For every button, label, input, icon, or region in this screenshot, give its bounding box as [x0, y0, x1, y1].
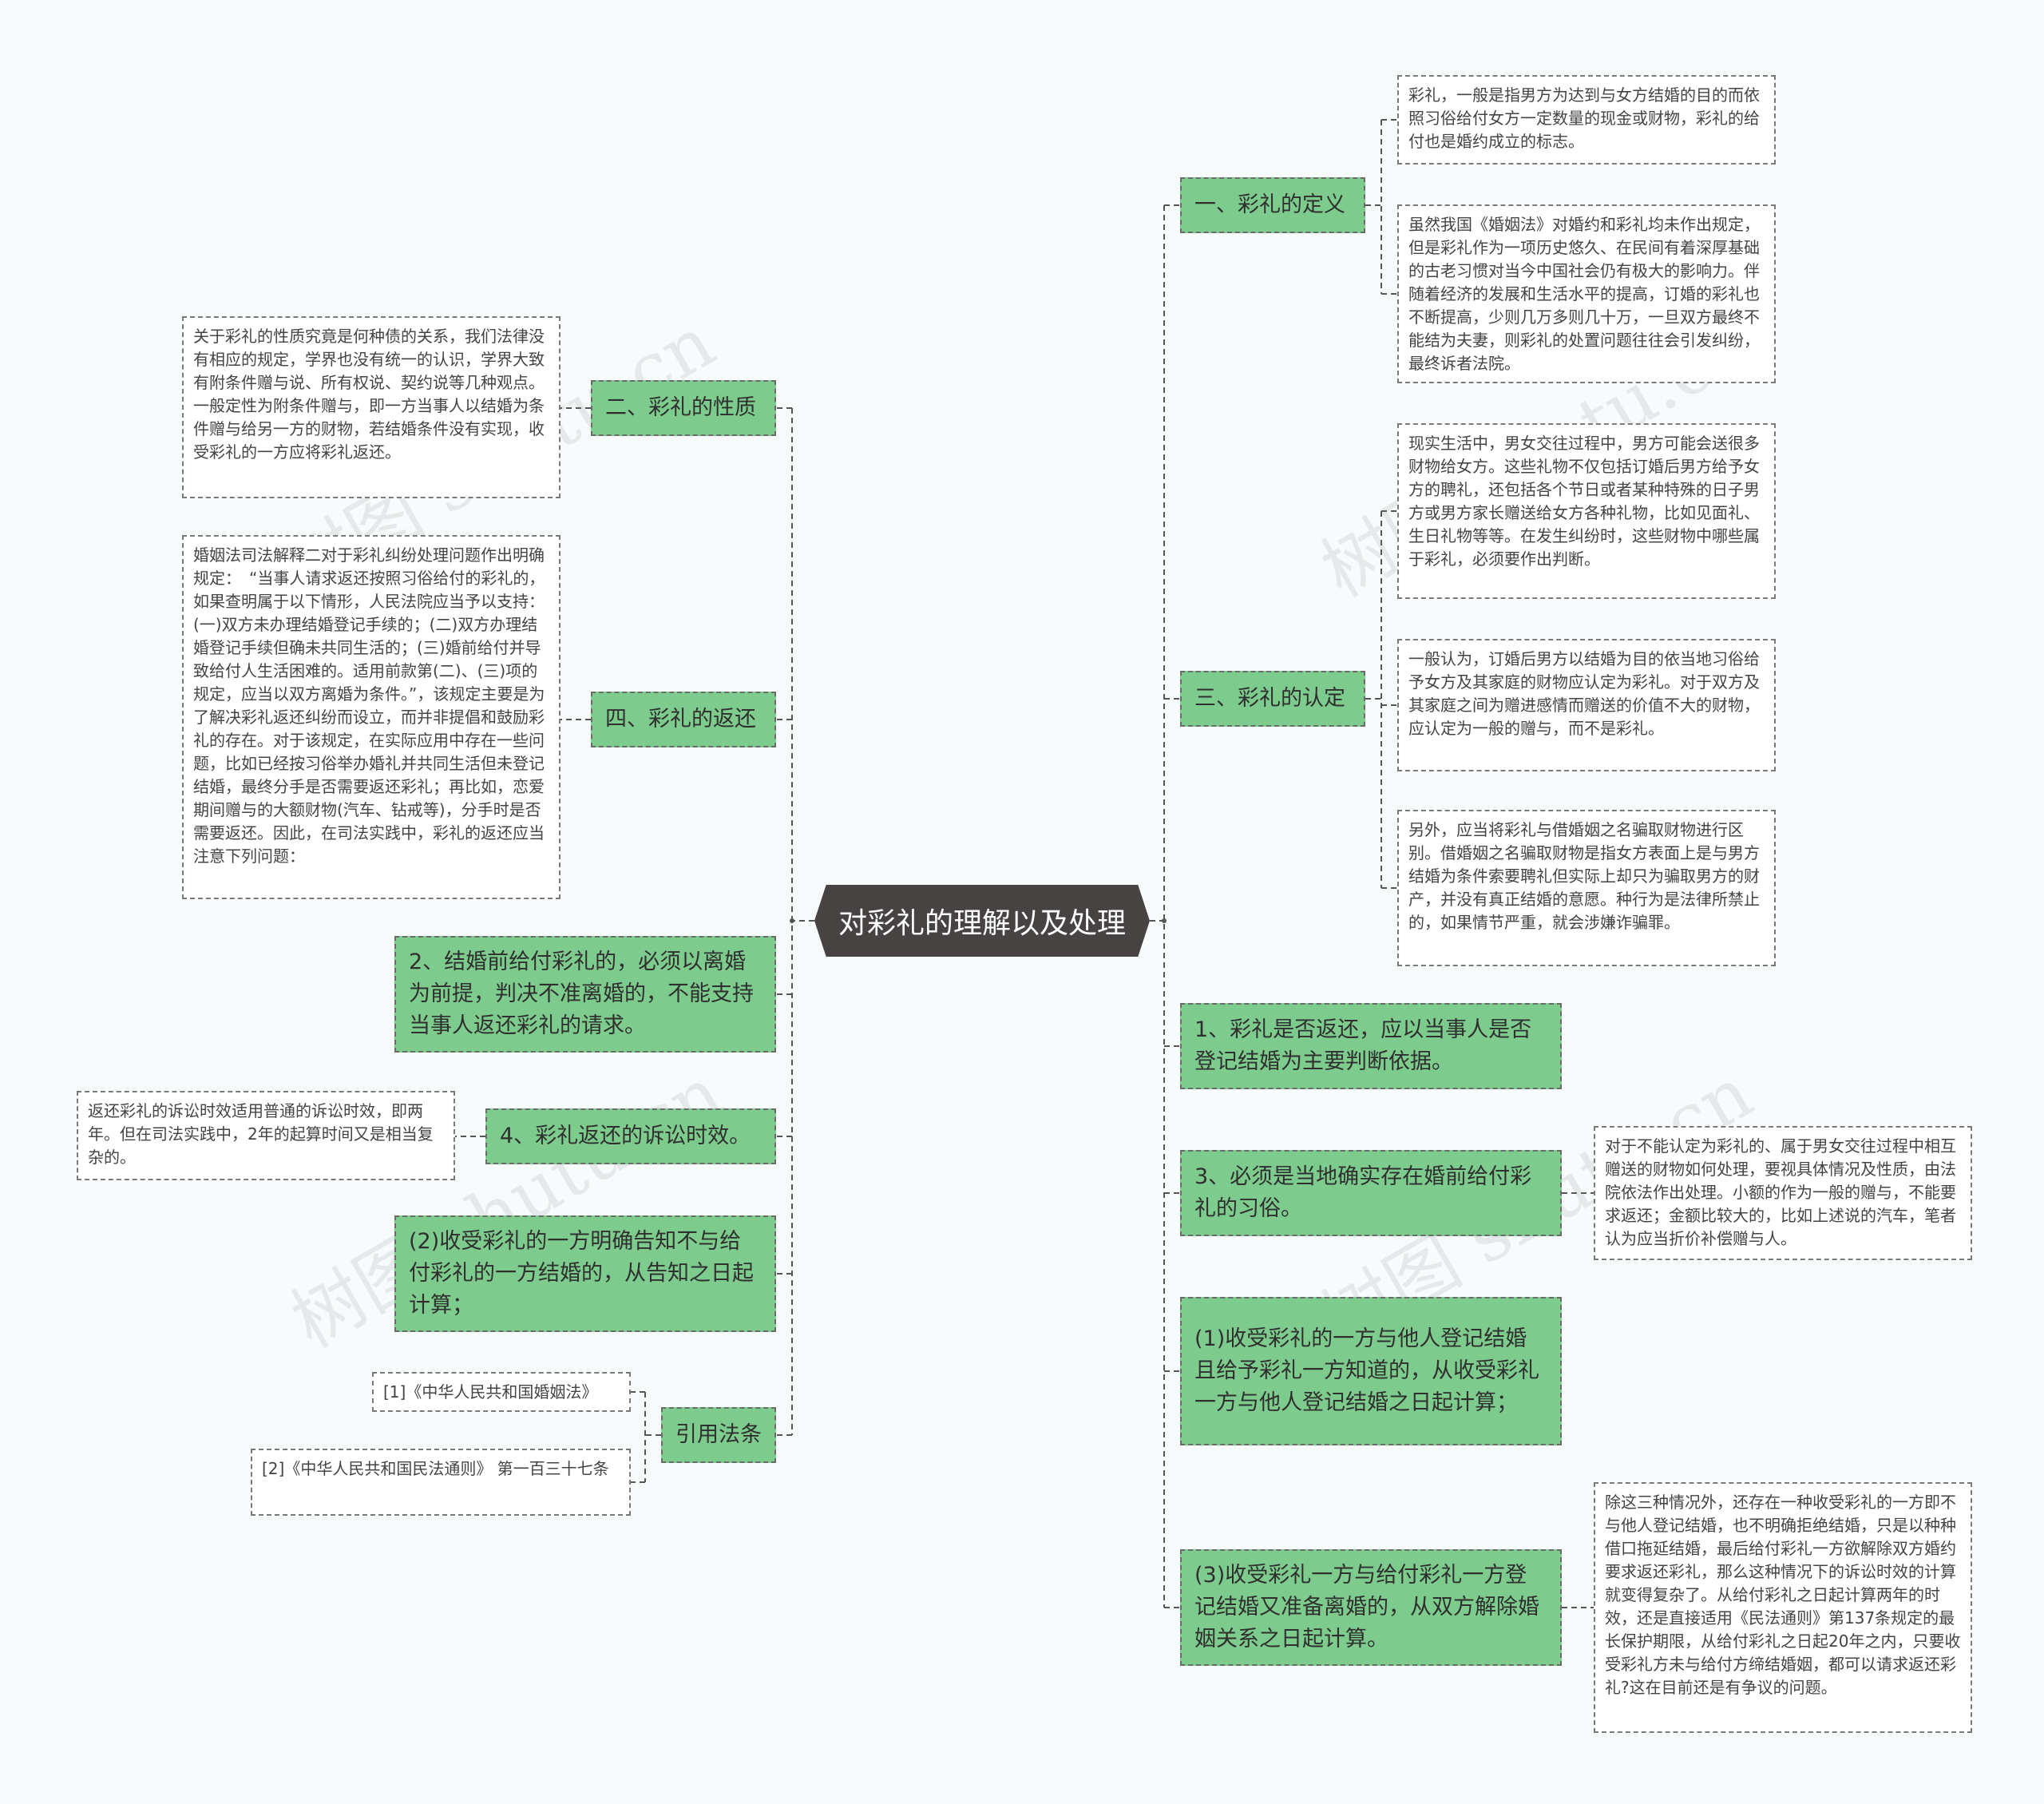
branch-period-2[interactable]: (2)收受彩礼的一方明确告知不与给付彩礼的一方结婚的，从告知之日起计算； [394, 1215, 776, 1332]
leaf-definition-1: 彩礼，一般是指男方为达到与女方结婚的目的而依照习俗给付女方一定数量的现金或财物，… [1397, 75, 1776, 165]
branch-definition[interactable]: 一、彩礼的定义 [1180, 177, 1365, 233]
branch-rule-3[interactable]: 3、必须是当地确实存在婚前给付彩礼的习俗。 [1180, 1150, 1562, 1236]
branch-rule-4[interactable]: 4、彩礼返还的诉讼时效。 [485, 1108, 776, 1164]
branch-cited-laws[interactable]: 引用法条 [661, 1407, 776, 1463]
connector-joint [790, 918, 794, 923]
branch-period-1[interactable]: (1)收受彩礼的一方与他人登记结婚且给予彩礼一方知道的，从收受彩礼一方与他人登记… [1180, 1297, 1562, 1445]
branch-nature[interactable]: 二、彩礼的性质 [591, 380, 776, 436]
branch-rule-1[interactable]: 1、彩礼是否返还，应以当事人是否登记结婚为主要判断依据。 [1180, 1003, 1562, 1089]
leaf-period-3: 除这三种情况外，还存在一种收受彩礼的一方即不与他人登记结婚，也不明确拒绝结婚，只… [1594, 1482, 1972, 1733]
branch-return[interactable]: 四、彩礼的返还 [591, 692, 776, 747]
leaf-rule-3: 对于不能认定为彩礼的、属于男女交往过程中相互赠送的财物如何处理，要视具体情况及性… [1594, 1126, 1972, 1260]
leaf-law-2: [2]《中华人民共和国民法通则》 第一百三十七条 [251, 1449, 631, 1516]
leaf-recognition-3: 另外，应当将彩礼与借婚姻之名骗取财物进行区别。借婚姻之名骗取财物是指女方表面上是… [1397, 810, 1776, 966]
connector-joint [1162, 918, 1167, 923]
leaf-recognition-1: 现实生活中，男女交往过程中，男方可能会送很多财物给女方。这些礼物不仅包括订婚后男… [1397, 423, 1776, 599]
branch-rule-2[interactable]: 2、结婚前给付彩礼的，必须以离婚为前提，判决不准离婚的，不能支持当事人返还彩礼的… [394, 936, 776, 1053]
branch-recognition[interactable]: 三、彩礼的认定 [1180, 671, 1365, 727]
leaf-law-1: [1]《中华人民共和国婚姻法》 [372, 1372, 631, 1412]
leaf-recognition-2: 一般认为，订婚后男方以结婚为目的依当地习俗给予女方及其家庭的财物应认定为彩礼。对… [1397, 639, 1776, 771]
branch-period-3[interactable]: (3)收受彩礼一方与给付彩礼一方登记结婚又准备离婚的，从双方解除婚姻关系之日起计… [1180, 1549, 1562, 1666]
leaf-return: 婚姻法司法解释二对于彩礼纠纷处理问题作出明确规定： “当事人请求返还按照习俗给付… [182, 535, 561, 899]
leaf-rule-4: 返还彩礼的诉讼时效适用普通的诉讼时效，即两年。但在司法实践中，2年的起算时间又是… [77, 1091, 455, 1180]
leaf-nature: 关于彩礼的性质究竟是何种债的关系，我们法律没有相应的规定，学界也没有统一的认识，… [182, 316, 561, 498]
leaf-definition-2: 虽然我国《婚姻法》对婚约和彩礼均未作出规定，但是彩礼作为一项历史悠久、在民间有着… [1397, 204, 1776, 383]
central-topic[interactable]: 对彩礼的理解以及处理 [814, 885, 1150, 957]
